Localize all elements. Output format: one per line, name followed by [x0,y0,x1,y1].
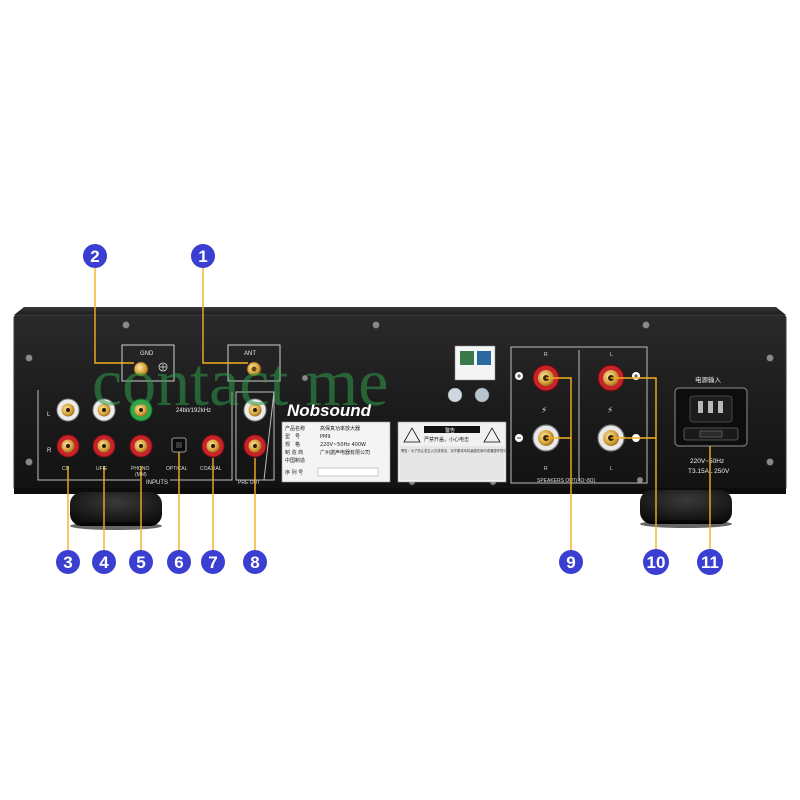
speaker-l-bottom-label: L [610,466,613,472]
callout-badge-1: 1 [191,244,215,268]
rating-plate: 产品名称 高保真功率放大器 型 号 PM9 规 格 220V~50Hz 400W… [281,421,391,483]
warning-subtitle: 严禁开盖，小心电击 [424,436,469,443]
ant-label: ANT [244,351,256,357]
feet [70,490,732,530]
power-rating-line2: T3.15AL 250V [688,468,730,475]
svg-text:3: 3 [63,553,72,572]
speaker-l-top-label: L [610,352,613,358]
ufie-rca-pair[interactable]: UFIE [92,398,116,472]
callout-badge-11: 11 [697,549,723,575]
coaxial-input-jack[interactable]: COAXIAL [200,434,225,472]
callout-badge-3: 3 [56,550,80,574]
plate-key-model: 型 号 [285,433,300,440]
pre-out-rca-pair[interactable] [243,398,267,458]
watermark-text: contact me [92,344,388,420]
plate-value-spec: 220V~50Hz 400W [320,442,366,448]
svg-text:⚡: ⚡ [607,406,613,416]
plate-value-model: PM9 [320,434,331,440]
caution-icon [483,427,501,443]
callout-badge-10: 10 [643,549,669,575]
callout-lines [67,268,711,552]
power-inlet[interactable]: 电源输入 220V~50Hz T3.15AL 250V [674,375,748,475]
callout-badge-9: 9 [559,550,583,574]
high-voltage-icon [403,427,421,443]
svg-text:6: 6 [174,553,183,572]
svg-text:10: 10 [647,553,666,572]
speakers-out-section: SPEAKERS OUT(4Ω~8Ω) R R L L ⚡ ⚡ [510,346,648,484]
callout-badge-4: 4 [92,550,116,574]
callout-badge-5: 5 [129,550,153,574]
phono-label: PHONO [131,466,149,472]
callout-badge-8: 8 [243,550,267,574]
optical-label: OPTICAL [166,466,188,472]
plate-key-serial: 序 列 号 [285,469,303,476]
power-input-label: 电源输入 [695,375,722,384]
gnd-label: GND [140,351,154,357]
callout-badge-7: 7 [201,550,225,574]
svg-text:2: 2 [90,247,99,266]
brand-logo: Nobsound [287,401,372,420]
svg-text:7: 7 [208,553,217,572]
dac-spec-label: 24bit/192kHz [176,408,211,414]
plate-value-maker: 广州諾声电器有限公司 [320,449,370,456]
inputs-section: INPUTS 24bit/192kHz L R [37,390,233,486]
channel-r-label: R [47,448,52,454]
warning-label: 警告 严禁开盖，小心电击 警告：为了防止发生火灾或电击，请不要将本机暴露在雨中或… [397,421,507,483]
plate-value-product: 高保真功率放大器 [320,425,360,432]
svg-text:5: 5 [136,553,145,572]
callout-badge-2: 2 [83,244,107,268]
svg-text:4: 4 [99,553,109,572]
svg-text:9: 9 [566,553,575,572]
plate-key-maker: 制 造 商 [285,449,303,456]
pre-out-label: PRE OUT [238,480,260,486]
power-rating-line1: 220V~50Hz [690,458,724,465]
svg-text:1: 1 [198,247,207,266]
plate-key-spec: 规 格 [285,441,300,448]
warning-title: 警告 [445,427,455,434]
plate-made-in: 中国制造 [285,457,305,464]
plate-key-product: 产品名称 [285,425,305,432]
certification-stickers [447,345,496,403]
speaker-r-bottom-label: R [544,466,548,472]
coaxial-label: COAXIAL [200,466,222,472]
channel-l-label: L [47,412,51,418]
callout-badge-6: 6 [167,550,191,574]
cd-rca-pair[interactable]: CD [56,398,80,472]
svg-text:⚡: ⚡ [541,406,547,416]
svg-text:11: 11 [701,553,719,572]
ufie-label: UFIE [96,466,108,472]
cd-label: CD [62,466,70,472]
speakers-out-label: SPEAKERS OUT(4Ω~8Ω) [537,478,596,484]
speaker-r-top-label: R [544,352,548,358]
warning-text: 警告：为了防止发生火灾或电击，请不要将本机暴露在雨中或潮湿环境中 [401,448,507,453]
svg-text:8: 8 [250,553,259,572]
inputs-label: INPUTS [146,480,168,486]
